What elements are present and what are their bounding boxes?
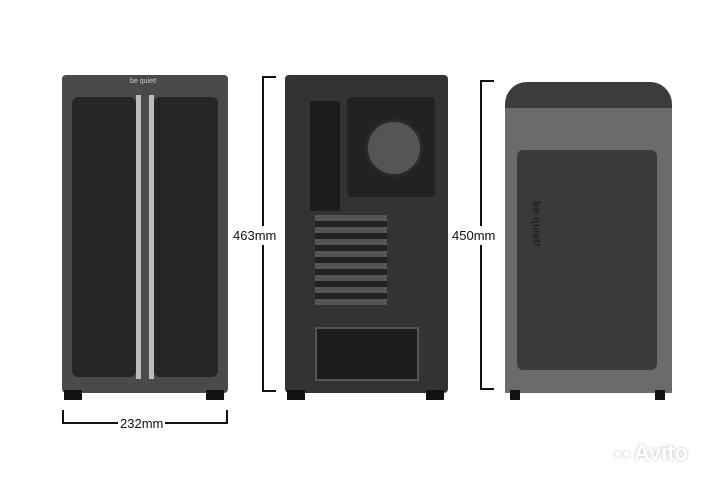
front-foot-right: [206, 390, 224, 400]
back-foot-left: [287, 390, 305, 400]
height-tick-bottom: [262, 390, 276, 392]
height-tick-top: [262, 76, 276, 78]
case-front-view: be quiet!: [62, 75, 228, 393]
side-brand-logo: be quiet!: [529, 201, 542, 247]
front-glass-left: [72, 97, 136, 377]
height-label: 463mm: [232, 226, 278, 245]
width-tick-right: [226, 410, 228, 424]
io-shield: [310, 101, 340, 211]
depth-tick-bottom: [480, 388, 494, 390]
fan-icon: [365, 119, 423, 177]
case-top-io: [505, 82, 672, 112]
psu-bay: [315, 327, 419, 381]
front-foot-left: [64, 390, 82, 400]
depth-tick-top: [480, 80, 494, 82]
back-foot-right: [426, 390, 444, 400]
depth-label: 450mm: [451, 226, 497, 245]
avito-watermark-text: Avito: [633, 440, 689, 465]
width-tick-left: [62, 410, 64, 424]
avito-logo-icon: ●●: [614, 445, 631, 461]
avito-watermark: ●● Avito: [614, 440, 688, 466]
side-foot-right: [655, 390, 665, 400]
front-light-bar-left: [136, 95, 141, 379]
front-glass-right: [154, 97, 218, 377]
side-panel: [517, 150, 657, 370]
front-light-bar-right: [149, 95, 154, 379]
case-back-view: [285, 75, 448, 393]
side-foot-left: [510, 390, 520, 400]
expansion-slots: [315, 215, 387, 305]
front-brand-logo: be quiet!: [130, 78, 157, 85]
width-label: 232mm: [118, 416, 166, 431]
rear-fan: [347, 97, 435, 197]
case-side-view: be quiet!: [505, 108, 672, 393]
